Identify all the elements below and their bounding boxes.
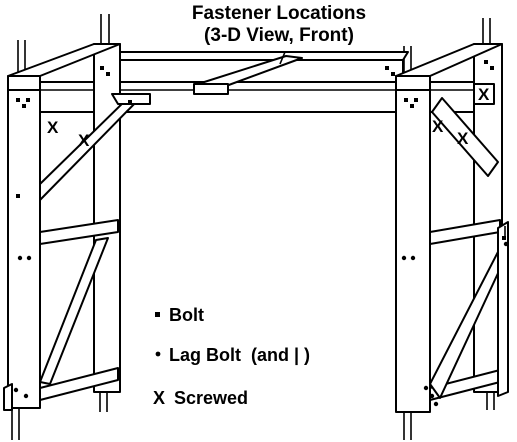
bolt-markers xyxy=(16,60,506,240)
legend: Bolt Lag Bolt (and | ) X Screwed xyxy=(153,305,310,408)
bolt-marker xyxy=(391,72,395,76)
legend-bolt-icon xyxy=(155,312,160,317)
screw-marker: X xyxy=(457,129,469,148)
top-frame xyxy=(39,51,495,113)
legend-screw-icon: X xyxy=(153,388,165,408)
screw-marker: X xyxy=(432,117,444,136)
bolt-marker xyxy=(502,236,506,240)
diagram-title: Fastener Locations xyxy=(192,3,366,24)
left-side-rails xyxy=(39,93,151,401)
diagram-subtitle: (3-D View, Front) xyxy=(204,25,354,46)
lag-bolt-markers xyxy=(13,226,509,407)
left-front-post xyxy=(3,89,41,411)
lower-pipes xyxy=(11,392,495,440)
bolt-marker xyxy=(128,100,132,104)
lag-bolt-marker xyxy=(433,401,439,407)
screw-marker: X xyxy=(47,118,59,137)
bolt-marker xyxy=(26,98,30,102)
right-side-rails xyxy=(429,83,509,401)
lag-bolt-marker xyxy=(17,255,23,261)
bolt-marker xyxy=(106,72,110,76)
bolt-marker xyxy=(414,98,418,102)
legend-lag-bolt-label: Lag Bolt (and | ) xyxy=(169,345,310,365)
lag-bolt-marker xyxy=(26,255,32,261)
bolt-marker xyxy=(404,98,408,102)
bolt-marker xyxy=(16,194,20,198)
lag-bolt-marker xyxy=(13,387,19,393)
bolt-marker xyxy=(100,66,104,70)
bolt-marker xyxy=(385,66,389,70)
lag-bolt-marker xyxy=(429,393,435,399)
lag-bolt-marker xyxy=(401,255,407,261)
screw-marker: X xyxy=(478,85,490,104)
bolt-marker xyxy=(410,104,414,108)
lag-bolt-marker xyxy=(23,393,29,399)
bolt-marker xyxy=(16,98,20,102)
legend-lag-bolt-icon xyxy=(155,351,161,357)
screw-markers: X X X X X xyxy=(47,85,490,150)
bolt-marker xyxy=(490,66,494,70)
legend-screwed-label: Screwed xyxy=(174,388,248,408)
lag-bolt-marker xyxy=(423,385,429,391)
lag-bolt-marker xyxy=(410,255,416,261)
bolt-marker xyxy=(484,60,488,64)
screw-marker: X xyxy=(78,131,90,150)
lag-bolt-marker xyxy=(503,241,509,247)
right-front-post xyxy=(395,75,431,413)
legend-bolt-label: Bolt xyxy=(169,305,204,325)
bolt-marker xyxy=(22,104,26,108)
